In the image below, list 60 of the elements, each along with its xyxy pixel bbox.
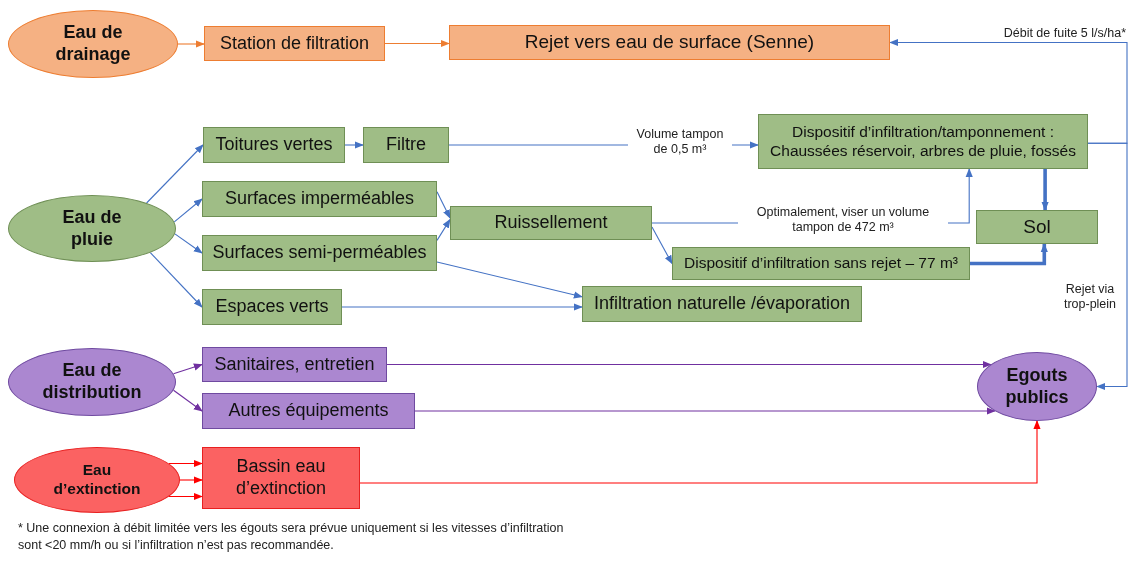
arrow	[179, 476, 203, 484]
arrow	[149, 252, 203, 308]
process-box	[202, 447, 360, 509]
node-label: Toitures vertes	[215, 134, 333, 156]
process-box	[363, 127, 449, 163]
arrow	[970, 243, 1048, 266]
node-label: Bassin eau d’extinction	[234, 456, 328, 500]
node-label: Surfaces semi-perméables	[212, 242, 427, 264]
arrow	[146, 144, 204, 204]
node-label: Espaces verts	[215, 296, 329, 318]
arrow	[168, 492, 203, 501]
process-box	[202, 235, 437, 271]
arrow	[341, 303, 583, 311]
arrow	[386, 360, 992, 369]
process-box	[202, 347, 387, 382]
arrow	[889, 38, 1128, 144]
arrow	[174, 233, 203, 254]
node-label: Surfaces imperméables	[224, 188, 415, 210]
node-label: Station de filtration	[219, 32, 370, 55]
node-label: Filtre	[386, 134, 426, 156]
node-label: Ruissellement	[494, 212, 608, 234]
footnote: * Une connexion à débit limitée vers les égouts sera prévue uniquement si les vitesses d’infiltration sont <20 mm/h ou si l’infiltration n’est pas recommandée.	[18, 520, 565, 554]
process-box	[672, 247, 970, 280]
process-box	[204, 26, 385, 61]
node-label: Eau de drainage	[54, 22, 132, 66]
process-box	[976, 210, 1098, 244]
process-box	[582, 286, 862, 322]
arrow	[384, 39, 450, 48]
node-label: Dispositif d’infiltration/tamponnement : Chaussées réservoir, arbres de pluie, fossés	[769, 122, 1077, 161]
process-box	[203, 127, 345, 163]
node-label: Rejet vers eau de surface (Senne)	[524, 31, 815, 54]
edge-label: Volume tampon de 0,5 m³	[628, 127, 732, 157]
node-label: Sol	[1023, 215, 1051, 239]
process-box	[449, 25, 890, 60]
node-label: Eau de pluie	[61, 206, 123, 251]
process-box	[758, 114, 1088, 169]
node-label: Eau de distribution	[41, 360, 143, 404]
node-label: Egouts publics	[1004, 364, 1070, 409]
process-box	[202, 393, 415, 429]
arrow	[344, 141, 364, 149]
arrow	[436, 261, 583, 299]
arrow	[177, 40, 205, 48]
process-box	[202, 289, 342, 325]
node-label: Autres équipements	[228, 400, 389, 422]
edge-label: Optimalement, viser un volume tampon de 472 m³	[738, 205, 948, 235]
node-label: Dispositif d’infiltration sans rejet – 77 m³	[684, 254, 958, 273]
arrow	[1041, 169, 1049, 211]
arrow	[651, 226, 673, 265]
arrow	[436, 191, 451, 219]
arrow	[414, 407, 996, 415]
arrow	[436, 218, 451, 241]
node-label: Infiltration naturelle /évaporation	[593, 293, 851, 315]
arrow	[173, 198, 203, 223]
process-box	[450, 206, 652, 240]
arrow	[1087, 142, 1128, 391]
arrow	[168, 459, 203, 468]
process-box	[202, 181, 437, 217]
node-label: Eau d’extinction	[52, 461, 142, 499]
arrow	[359, 420, 1041, 484]
node-label: Sanitaires, entretien	[214, 353, 375, 376]
